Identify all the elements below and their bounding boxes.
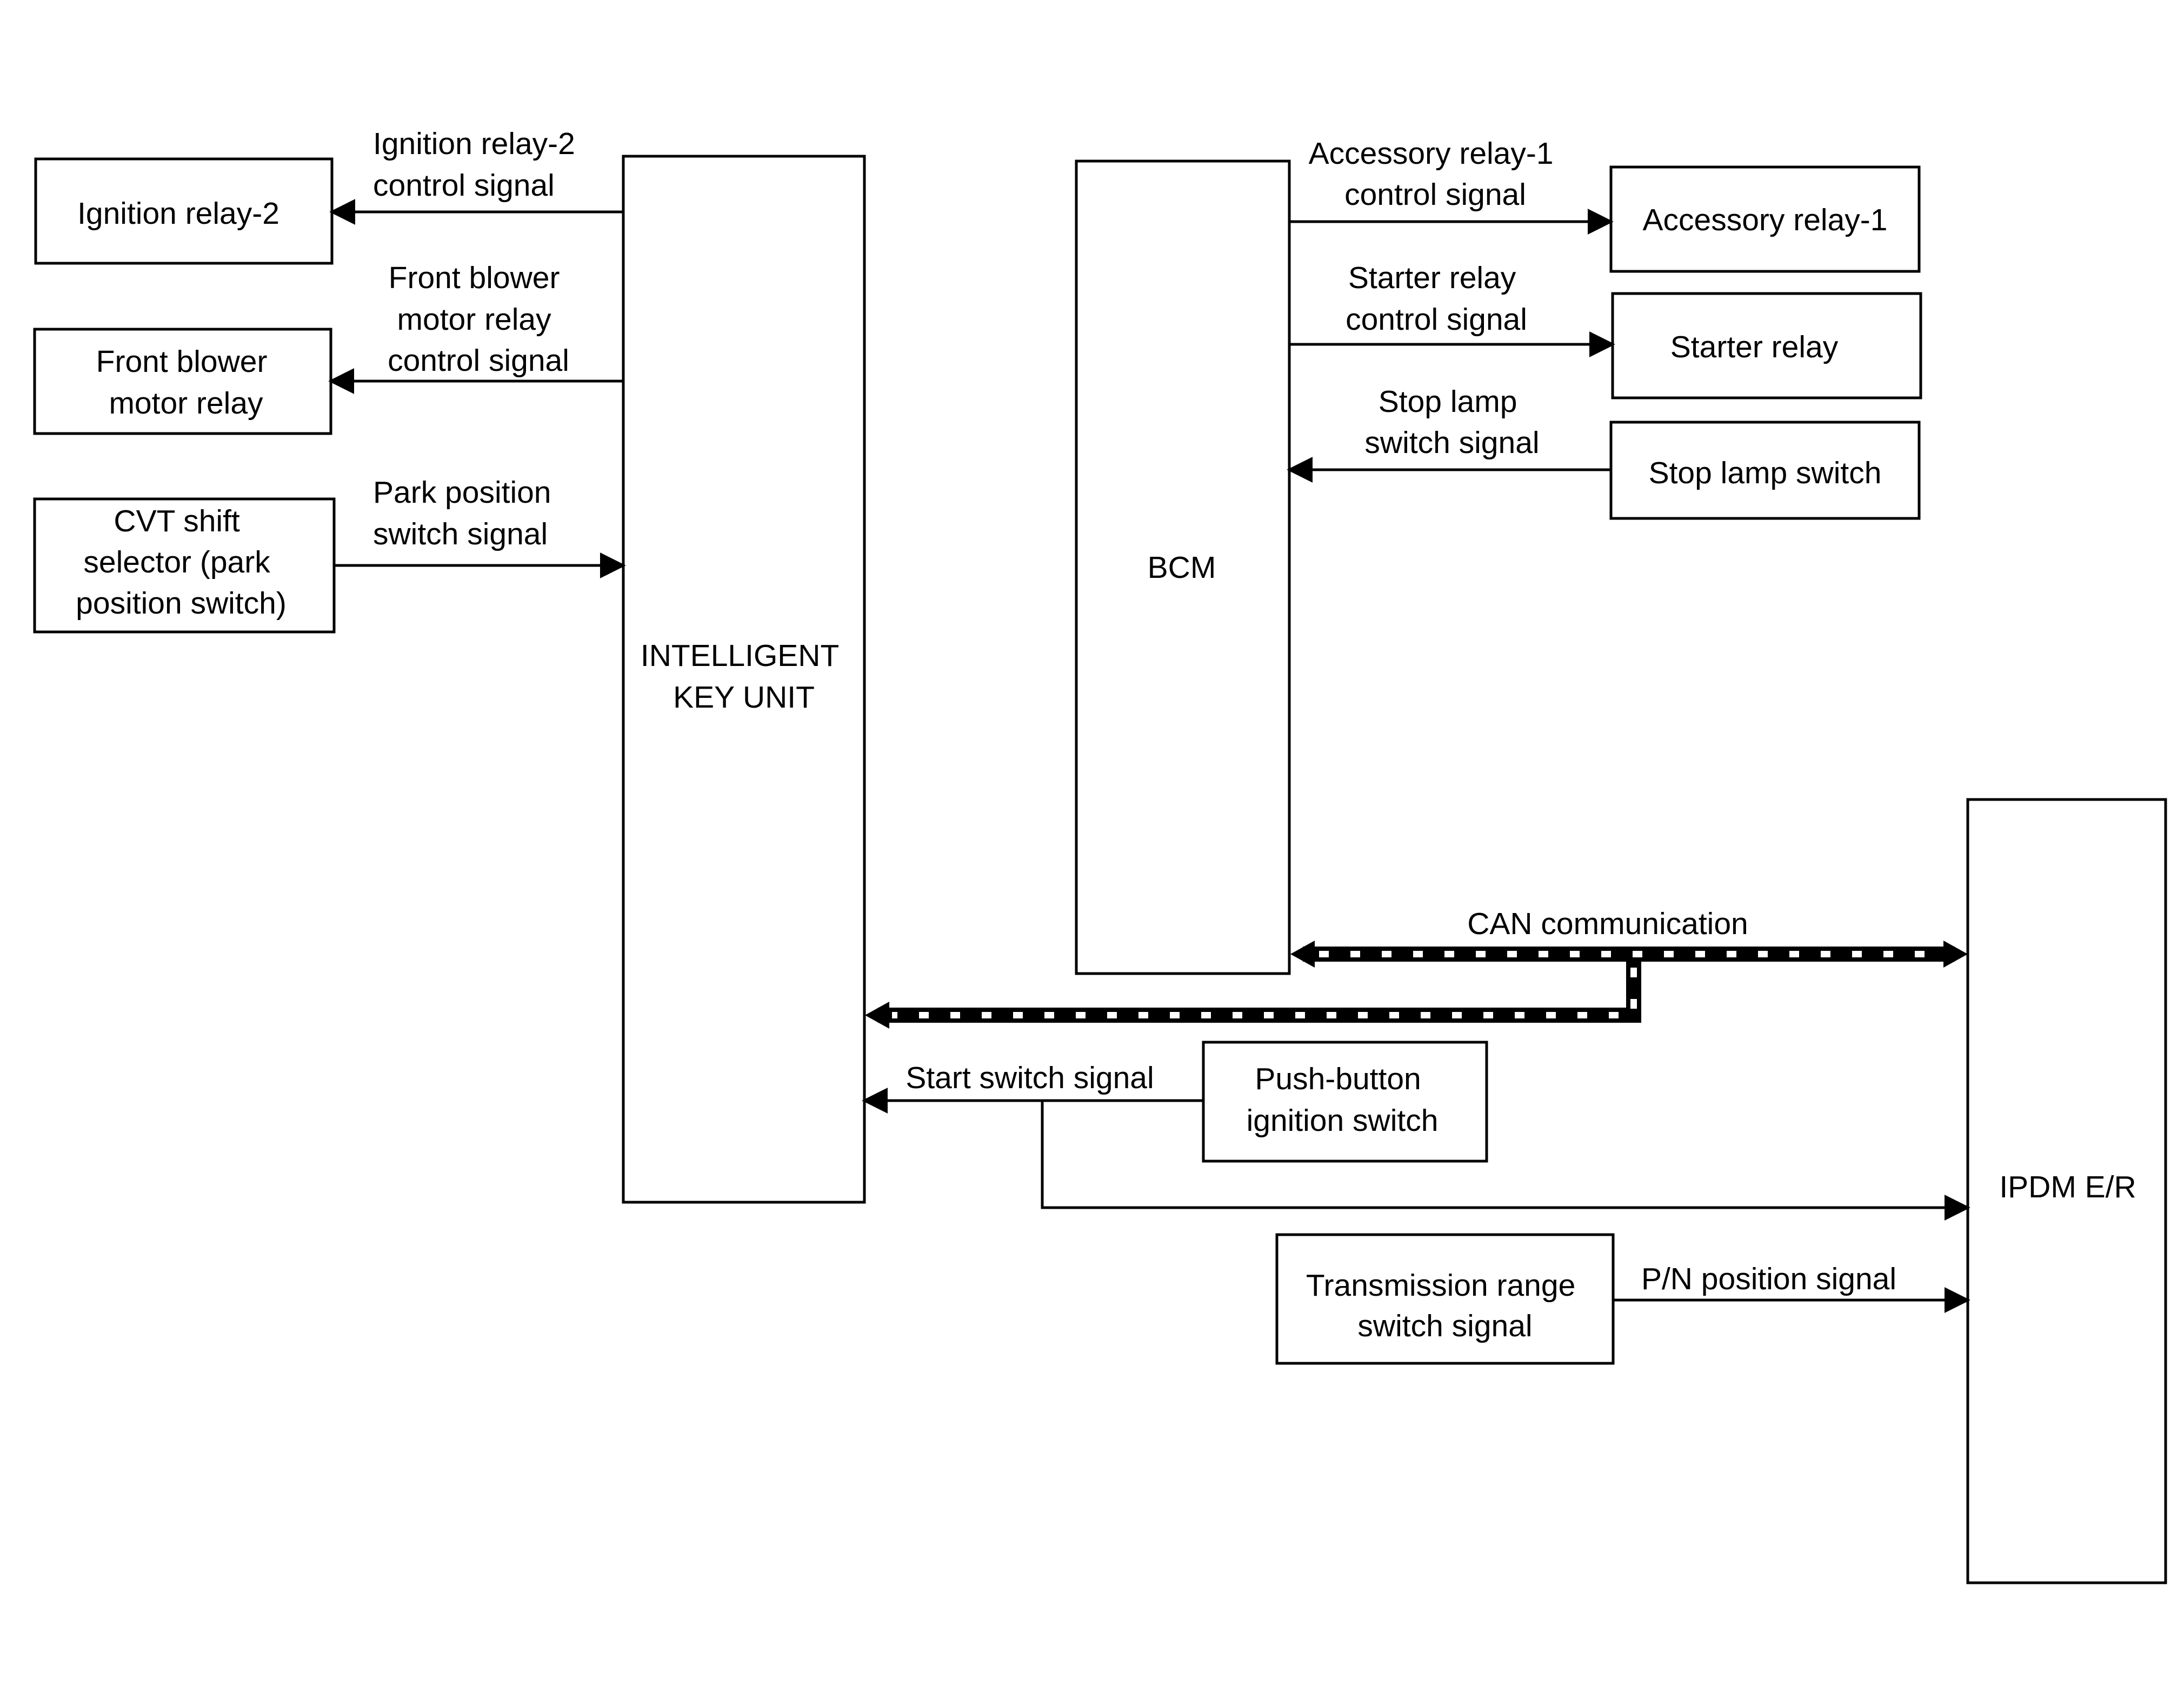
transmission-range-switch-box xyxy=(1275,1233,1615,1365)
front-blower-motor-relay-control-signal-label: Front blower motor relay control signal xyxy=(388,261,569,378)
bcm-label: BCM xyxy=(1148,550,1216,585)
front-blower-motor-relay-label: Front blower motor relay xyxy=(96,344,276,421)
start-switch-signal-label: Start switch signal xyxy=(905,1061,1154,1095)
pn-position-signal-label: P/N position signal xyxy=(1641,1262,1896,1296)
intelligent-key-unit-box xyxy=(622,155,866,1204)
ignition-relay-2-control-signal-label: Ignition relay-2 control signal xyxy=(373,126,584,203)
push-button-ignition-switch-box xyxy=(1202,1041,1488,1163)
can-communication-label: CAN communication xyxy=(1467,907,1748,941)
ignition-relay-2-box xyxy=(34,157,334,265)
ignition-relay-2-label: Ignition relay-2 xyxy=(77,196,279,231)
starter-relay-label: Starter relay xyxy=(1670,330,1839,364)
can-bus xyxy=(865,941,1968,1029)
push-button-ignition-switch-label: Push-button ignition switch xyxy=(1247,1062,1439,1138)
cvt-shift-selector-box xyxy=(33,497,336,634)
ipdm-er-box xyxy=(1966,798,2167,1584)
stop-lamp-switch-box xyxy=(1609,421,1921,520)
starter-relay-control-signal-label: Starter relay control signal xyxy=(1346,261,1527,337)
accessory-relay-1-box xyxy=(1609,165,1921,273)
ipdm-er-label: IPDM E/R xyxy=(1999,1170,2136,1204)
transmission-range-switch-label: Transmission range switch signal xyxy=(1306,1268,1584,1343)
start-switch-to-ipdm-wire xyxy=(1041,1101,1970,1221)
stop-lamp-switch-signal-label: Stop lamp switch signal xyxy=(1364,384,1539,460)
bcm-box xyxy=(1075,159,1291,975)
front-blower-motor-relay-box xyxy=(33,328,332,435)
stop-lamp-switch-label: Stop lamp switch xyxy=(1649,456,1882,490)
accessory-relay-1-control-signal-label: Accessory relay-1 control signal xyxy=(1309,136,1562,212)
cvt-shift-selector-label: CVT shift selector (park position switch… xyxy=(76,504,287,621)
accessory-relay-1-label: Accessory relay-1 xyxy=(1643,203,1888,237)
park-position-switch-signal-label: Park position switch signal xyxy=(373,475,560,551)
intelligent-key-unit-label: INTELLIGENT KEY UNIT xyxy=(641,638,847,715)
